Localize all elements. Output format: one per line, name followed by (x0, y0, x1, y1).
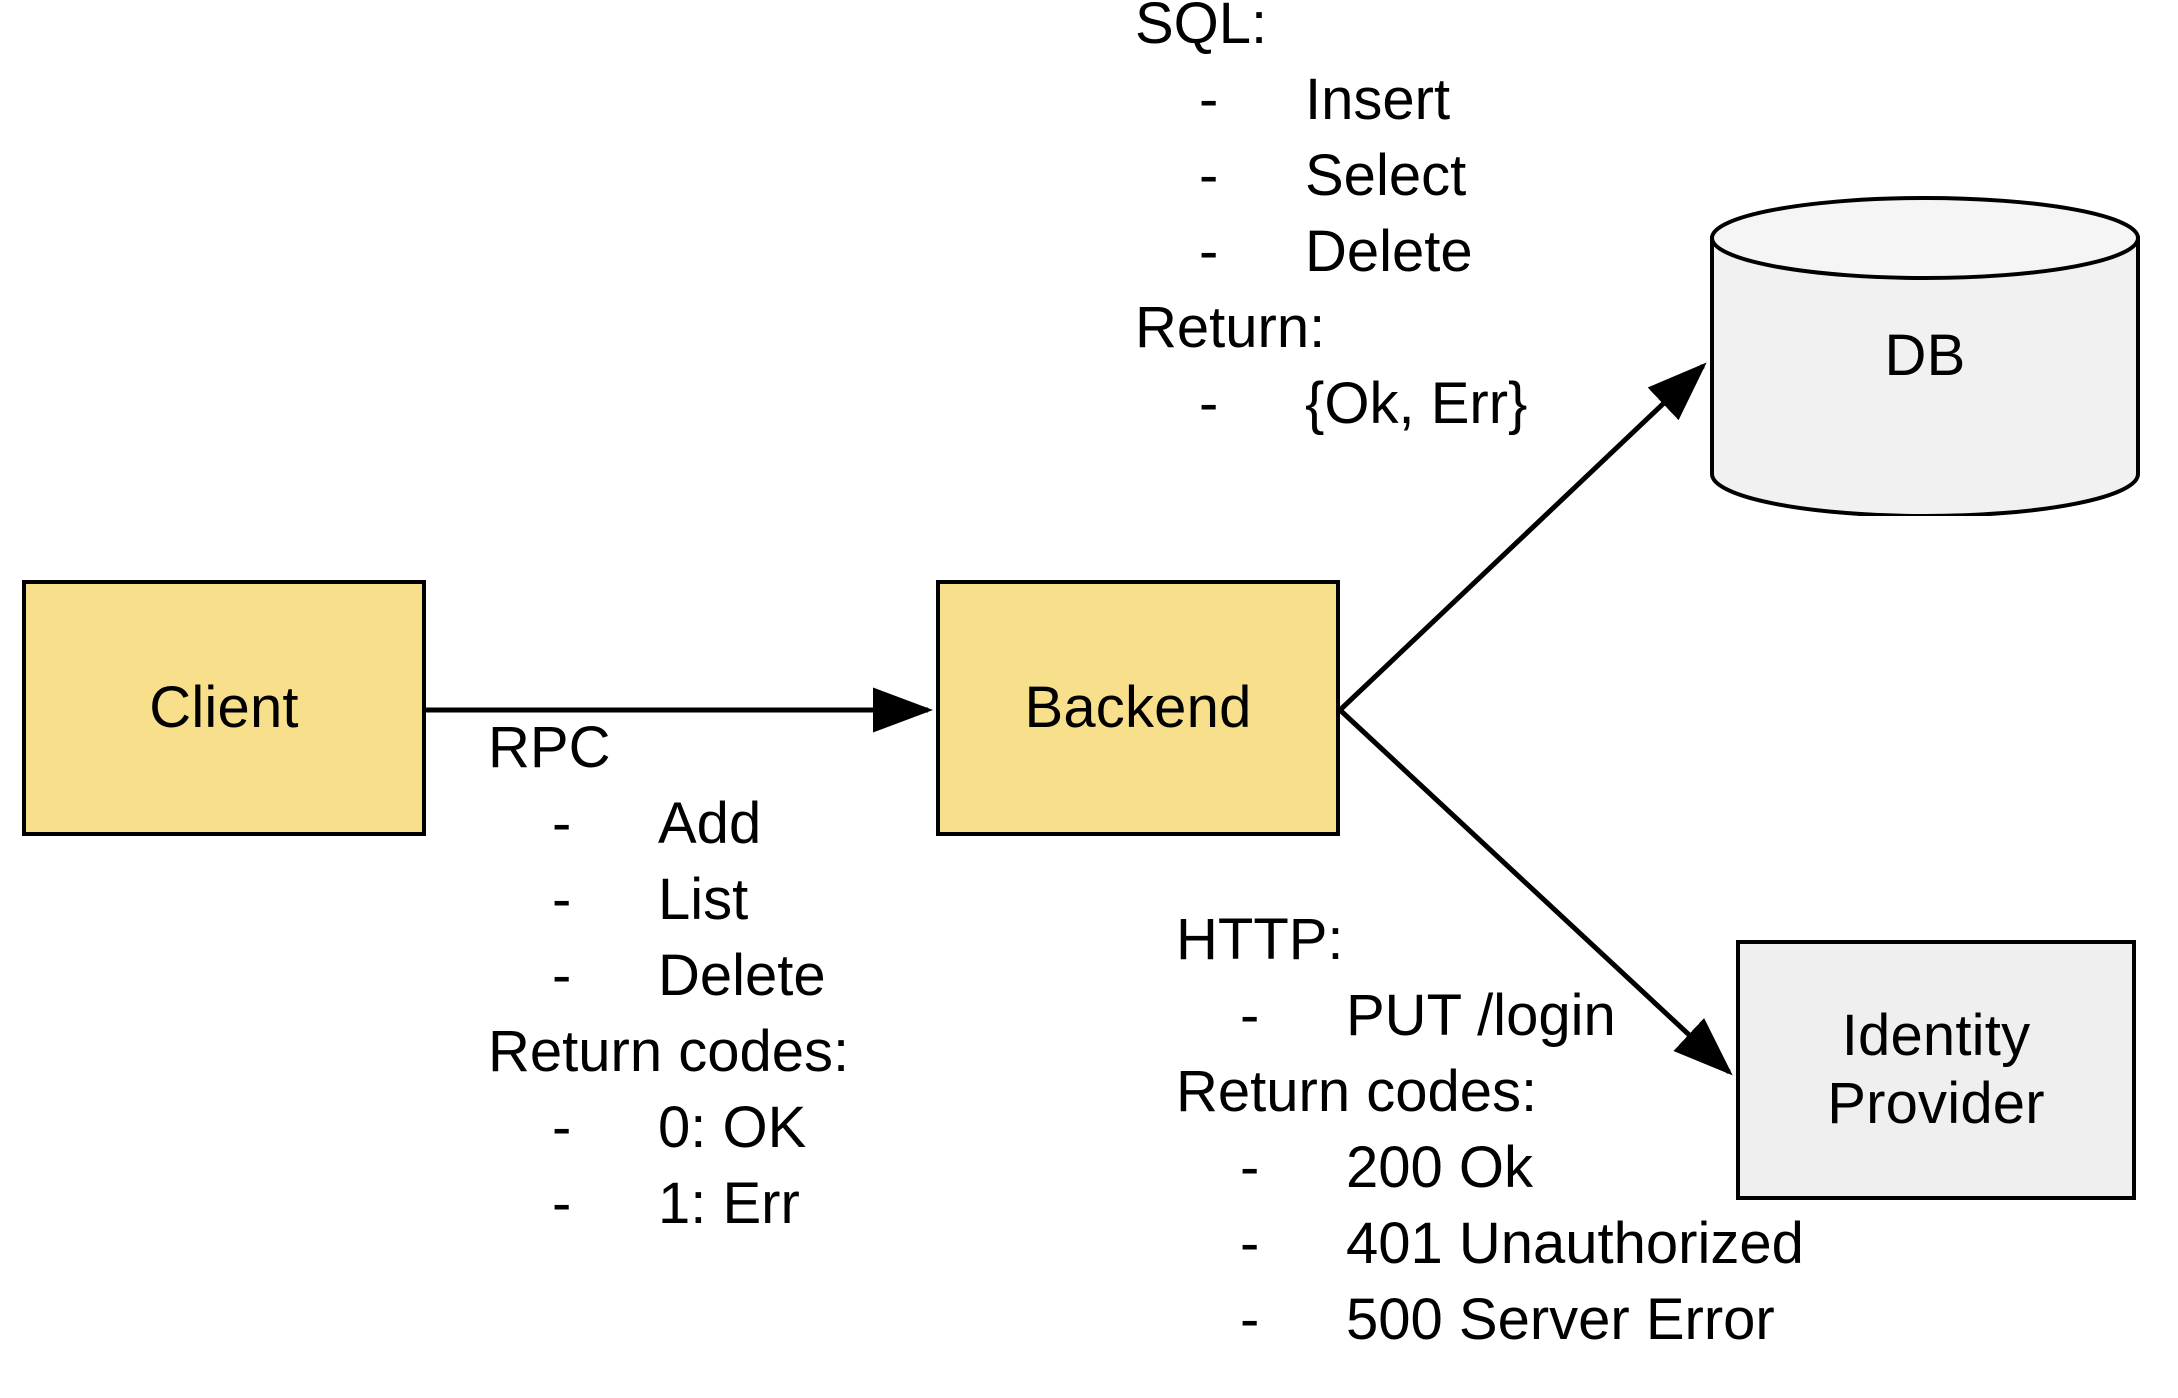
bullet-dash-icon: - (1240, 1211, 1260, 1276)
node-client[interactable]: Client (22, 580, 426, 836)
node-client-label: Client (149, 674, 299, 740)
rpc-item-label: Delete (658, 943, 826, 1008)
rpc-item-label: List (658, 867, 749, 932)
sql-item: - Insert (1135, 62, 1527, 138)
rpc-item: - List (488, 862, 849, 938)
bullet-dash-icon: - (1199, 67, 1219, 132)
sql-returns-heading: Return: (1135, 295, 1326, 360)
bullet-dash-icon: - (552, 867, 572, 932)
node-identity-provider-label: Identity Provider (1827, 1002, 2045, 1139)
bullet-dash-icon: - (552, 791, 572, 856)
node-backend[interactable]: Backend (936, 580, 1340, 836)
sql-heading: SQL: (1135, 0, 1268, 56)
idp-label-line2: Provider (1827, 1071, 2045, 1136)
http-return-item: - 500 Server Error (1176, 1282, 1804, 1358)
http-return-label: 500 Server Error (1346, 1287, 1775, 1352)
sql-return-label: {Ok, Err} (1305, 371, 1528, 436)
sql-item-label: Delete (1305, 219, 1473, 284)
idp-label-line1: Identity (1841, 1002, 2031, 1068)
database-cylinder-icon (1710, 196, 2140, 516)
sql-item-label: Insert (1305, 67, 1451, 132)
bullet-dash-icon: - (552, 1095, 572, 1160)
rpc-item: - Add (488, 786, 849, 862)
http-return-label: 401 Unauthorized (1346, 1211, 1804, 1276)
rpc-return-item: - 1: Err (488, 1166, 849, 1242)
bullet-dash-icon: - (1240, 1287, 1260, 1352)
bullet-dash-icon: - (1199, 143, 1219, 208)
rpc-return-label: 0: OK (658, 1095, 807, 1160)
annotation-sql: SQL: - Insert - Select - Delete Return: … (1135, 0, 1527, 442)
rpc-item-label: Add (658, 791, 762, 856)
bullet-dash-icon: - (1199, 219, 1219, 284)
rpc-returns-heading: Return codes: (488, 1019, 850, 1084)
rpc-heading: RPC (488, 715, 611, 780)
node-db-label: DB (1884, 322, 1966, 388)
http-return-item: - 401 Unauthorized (1176, 1206, 1804, 1282)
bullet-dash-icon: - (552, 943, 572, 1008)
bullet-dash-icon: - (552, 1171, 572, 1236)
http-returns-heading: Return codes: (1176, 1059, 1538, 1124)
annotation-rpc: RPC - Add - List - Delete Return codes: … (488, 710, 849, 1242)
sql-item: - Select (1135, 138, 1527, 214)
http-item-label: PUT /login (1346, 983, 1616, 1048)
http-return-item: - 200 Ok (1176, 1130, 1804, 1206)
rpc-return-label: 1: Err (658, 1171, 800, 1236)
http-item: - PUT /login (1176, 978, 1804, 1054)
http-heading: HTTP: (1176, 907, 1344, 972)
node-identity-provider[interactable]: Identity Provider (1736, 940, 2136, 1200)
sql-item-label: Select (1305, 143, 1467, 208)
node-backend-label: Backend (1024, 674, 1252, 740)
annotation-http: HTTP: - PUT /login Return codes: - 200 O… (1176, 902, 1804, 1358)
bullet-dash-icon: - (1240, 1135, 1260, 1200)
sql-item: - Delete (1135, 214, 1527, 290)
bullet-dash-icon: - (1240, 983, 1260, 1048)
sql-return-item: - {Ok, Err} (1135, 366, 1527, 442)
http-return-label: 200 Ok (1346, 1135, 1533, 1200)
node-db[interactable]: DB (1710, 196, 2140, 516)
rpc-return-item: - 0: OK (488, 1090, 849, 1166)
bullet-dash-icon: - (1199, 371, 1219, 436)
rpc-item: - Delete (488, 938, 849, 1014)
